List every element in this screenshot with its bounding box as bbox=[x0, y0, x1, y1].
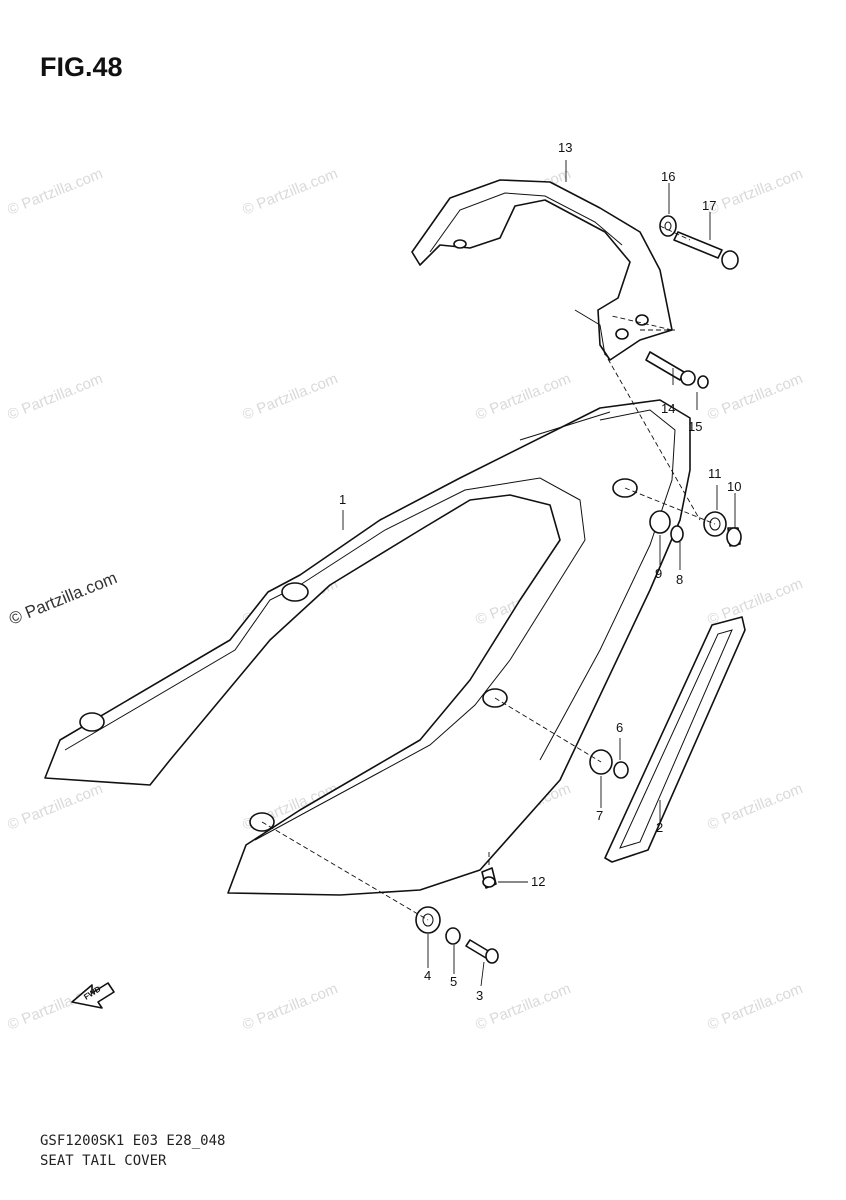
part-collar-8 bbox=[670, 525, 684, 543]
part-grab-rail bbox=[411, 179, 673, 361]
part-screw-17 bbox=[673, 231, 739, 270]
part-washer-15 bbox=[697, 375, 709, 389]
callout-9: 9 bbox=[655, 566, 662, 581]
part-clip-12 bbox=[481, 867, 497, 889]
watermark: © Partzilla.com bbox=[705, 165, 805, 219]
callout-14: 14 bbox=[661, 401, 675, 416]
watermark: © Partzilla.com bbox=[473, 370, 573, 424]
watermark: © Partzilla.com bbox=[240, 370, 340, 424]
part-collar-5 bbox=[445, 927, 461, 945]
callout-8: 8 bbox=[676, 572, 683, 587]
footer-diagram-name: SEAT TAIL COVER bbox=[40, 1153, 167, 1169]
watermark: © Partzilla.com bbox=[705, 370, 805, 424]
callout-6: 6 bbox=[616, 720, 623, 735]
watermark: © Partzilla.com bbox=[705, 575, 805, 629]
part-collar-10 bbox=[726, 527, 742, 547]
watermark: © Partzilla.com bbox=[5, 780, 105, 834]
watermark: © Partzilla.com bbox=[705, 780, 805, 834]
callout-3: 3 bbox=[476, 988, 483, 1003]
part-screw-3 bbox=[465, 939, 499, 964]
callout-13: 13 bbox=[558, 140, 572, 155]
figure-title: FIG.48 bbox=[40, 52, 123, 82]
callout-4: 4 bbox=[424, 968, 431, 983]
part-grommet-9 bbox=[649, 510, 671, 534]
watermark-layer: © Partzilla.com © Partzilla.com © Partzi… bbox=[5, 165, 805, 1034]
callout-16: 16 bbox=[661, 169, 675, 184]
fwd-arrow-icon: FWD bbox=[71, 982, 115, 1009]
watermark: © Partzilla.com bbox=[5, 370, 105, 424]
part-emblem bbox=[604, 616, 746, 863]
callout-11: 11 bbox=[708, 466, 722, 481]
callout-7: 7 bbox=[596, 808, 603, 823]
watermark: © Partzilla.com bbox=[240, 165, 340, 219]
part-collar-6 bbox=[613, 761, 629, 779]
callout-12: 12 bbox=[531, 874, 545, 889]
watermark: © Partzilla.com bbox=[705, 980, 805, 1034]
assembly-lines bbox=[261, 225, 716, 921]
callout-2: 2 bbox=[656, 820, 663, 835]
callout-17: 17 bbox=[702, 198, 716, 213]
watermark: © Partzilla.com bbox=[5, 165, 105, 219]
callout-numbers: 1 2 3 4 5 6 7 8 9 10 11 12 13 14 15 16 1… bbox=[339, 140, 741, 1003]
part-washer-16 bbox=[659, 215, 677, 237]
footer-diagram-code: GSF1200SK1 E03 E28_048 bbox=[40, 1133, 226, 1149]
callout-10: 10 bbox=[727, 479, 741, 494]
watermark: © Partzilla.com bbox=[240, 980, 340, 1034]
watermark: © Partzilla.com bbox=[473, 980, 573, 1034]
leader-lines bbox=[342, 160, 736, 987]
part-seat-tail-cover bbox=[44, 399, 691, 896]
callout-15: 15 bbox=[688, 419, 702, 434]
callout-1: 1 bbox=[339, 492, 346, 507]
watermark-prominent: © Partzilla.com bbox=[6, 568, 119, 629]
part-bolt-14 bbox=[645, 351, 696, 386]
callout-5: 5 bbox=[450, 974, 457, 989]
